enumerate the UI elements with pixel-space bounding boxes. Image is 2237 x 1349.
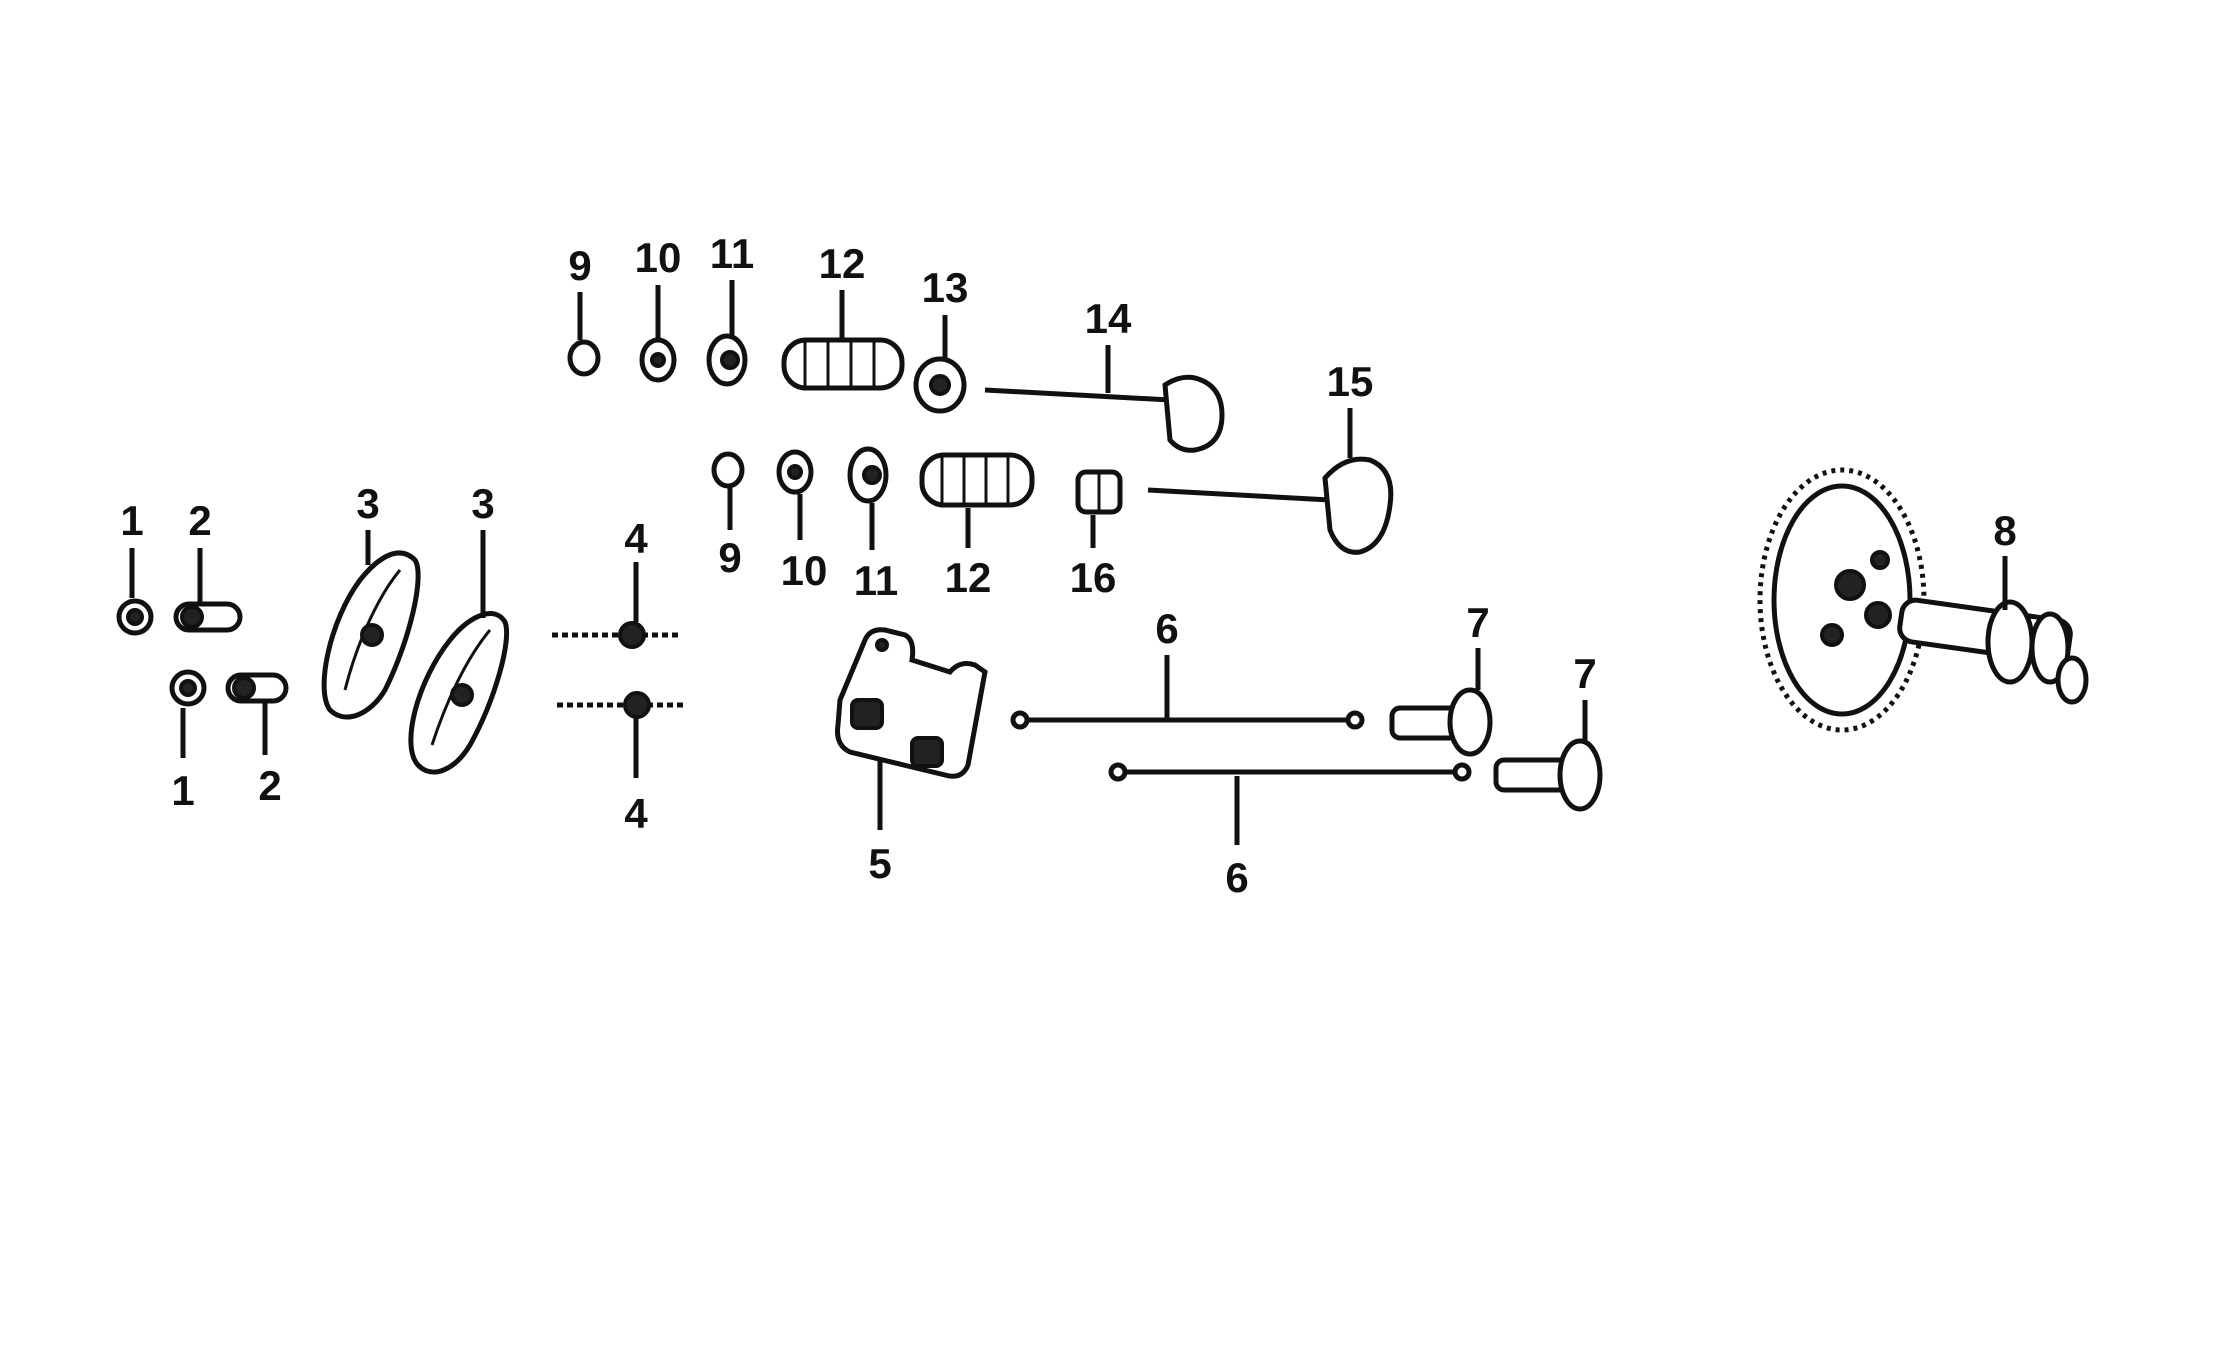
valve-spring-upper [781, 337, 905, 391]
label-16: 16 [1070, 554, 1117, 601]
rocker-nut-upper [116, 598, 154, 636]
valve-cotter-lower [711, 451, 745, 489]
tappet-upper [1389, 687, 1493, 757]
label-15: 15 [1327, 358, 1374, 405]
valve-retainer-lower [776, 449, 814, 495]
push-rod-guide-plate [835, 627, 988, 779]
intake-valve [1147, 456, 1394, 555]
label-1-lower: 1 [171, 767, 194, 814]
label-6-upper: 6 [1155, 605, 1178, 652]
rocker-nut-lower [169, 669, 207, 707]
label-8: 8 [1993, 507, 2016, 554]
label-2-upper: 2 [188, 497, 211, 544]
rocker-arm-right [408, 611, 510, 775]
label-6-lower: 6 [1225, 854, 1248, 901]
label-12-lower: 12 [945, 554, 992, 601]
label-3-right: 3 [471, 480, 494, 527]
label-1-upper: 1 [120, 497, 143, 544]
push-rod-upper [1010, 710, 1365, 730]
label-7-upper: 7 [1466, 599, 1489, 646]
push-rod-lower [1108, 762, 1472, 782]
label-12-upper: 12 [819, 240, 866, 287]
valve-stem-seal [913, 356, 967, 414]
label-10-lower: 10 [781, 547, 828, 594]
label-13: 13 [922, 264, 969, 311]
label-2-lower: 2 [258, 762, 281, 809]
rocker-stud-lower [557, 691, 685, 719]
rocker-arm-left [321, 550, 421, 720]
pivot-bolt-lower [225, 672, 289, 704]
label-4-lower: 4 [624, 790, 648, 837]
valve-spring-seat-upper [706, 333, 748, 387]
valve-spring-lower [919, 452, 1035, 508]
pivot-bolt-upper [173, 601, 243, 633]
valve-retainer-upper [639, 337, 677, 383]
valve-cotter-upper [567, 339, 601, 377]
label-7-lower: 7 [1573, 650, 1596, 697]
valve-spring-seat-lower [847, 446, 889, 504]
camshaft-gear [1757, 467, 2089, 733]
label-11-lower: 11 [854, 557, 898, 604]
label-3-left: 3 [356, 480, 379, 527]
rocker-stud-upper [552, 621, 680, 649]
valve-guide [1075, 469, 1123, 515]
label-5: 5 [868, 840, 891, 887]
tappet-lower [1493, 738, 1603, 812]
label-9-upper: 9 [568, 242, 591, 289]
label-11-upper: 11 [710, 230, 754, 277]
exhaust-valve [984, 374, 1225, 453]
label-10-upper: 10 [635, 234, 682, 281]
label-14: 14 [1085, 295, 1132, 342]
label-4-upper: 4 [624, 515, 648, 562]
label-9-lower: 9 [718, 534, 741, 581]
